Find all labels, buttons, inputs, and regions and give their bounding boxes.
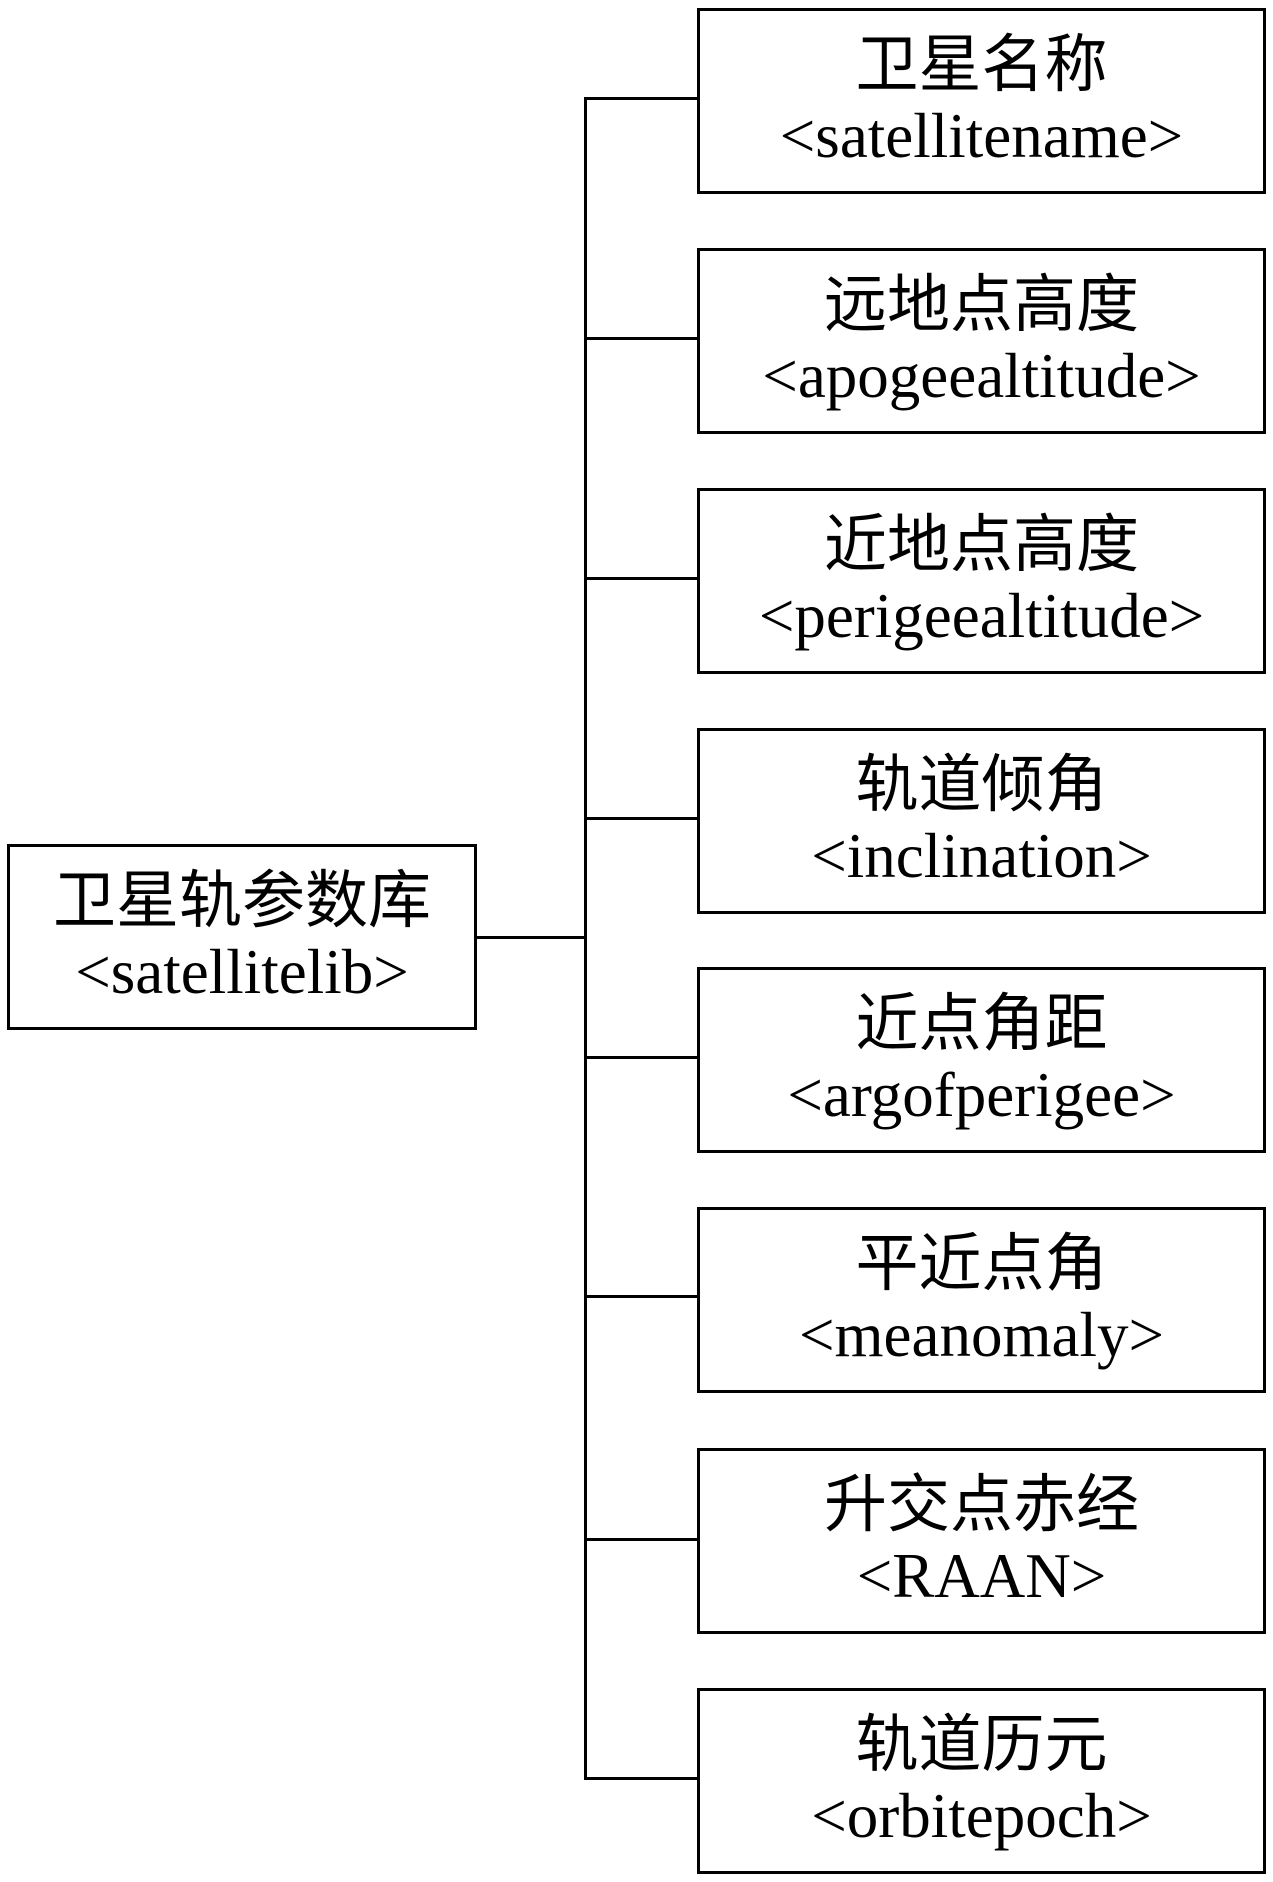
branch-connector-2 xyxy=(584,337,697,340)
branch-connector-4 xyxy=(584,817,697,820)
node-perigeealtitude: 近地点高度 <perigeealtitude> xyxy=(697,488,1266,674)
node-label-cn: 轨道历元 xyxy=(855,1710,1108,1781)
node-label-cn: 远地点高度 xyxy=(824,270,1139,341)
node-label-cn: 卫星名称 xyxy=(855,30,1108,101)
branch-connector-1 xyxy=(584,97,697,100)
branch-connector-7 xyxy=(584,1538,697,1541)
branch-connector-6 xyxy=(584,1295,697,1298)
node-apogeealtitude: 远地点高度 <apogeealtitude> xyxy=(697,248,1266,434)
node-label-cn: 升交点赤经 xyxy=(824,1470,1139,1541)
node-label-cn: 平近点角 xyxy=(855,1229,1108,1300)
node-inclination: 轨道倾角 <inclination> xyxy=(697,728,1266,914)
node-label-tag: <satellitename> xyxy=(779,101,1184,171)
node-label-tag: <meanomaly> xyxy=(799,1300,1164,1370)
node-label-tag: <inclination> xyxy=(811,821,1152,891)
node-meanomaly: 平近点角 <meanomaly> xyxy=(697,1207,1266,1393)
node-label-tag: <argofperigee> xyxy=(787,1060,1176,1130)
node-satellitename: 卫星名称 <satellitename> xyxy=(697,8,1266,194)
branch-connector-8 xyxy=(584,1777,697,1780)
node-label-tag: <orbitepoch> xyxy=(811,1781,1152,1851)
root-node-satellitelib: 卫星轨参数库 <satellitelib> xyxy=(7,844,477,1030)
node-label-cn: 近地点高度 xyxy=(824,510,1139,581)
root-connector xyxy=(477,936,587,939)
node-argofperigee: 近点角距 <argofperigee> xyxy=(697,967,1266,1153)
node-label-tag: <apogeealtitude> xyxy=(762,341,1201,411)
node-label-tag: <perigeealtitude> xyxy=(758,581,1205,651)
node-label-cn: 轨道倾角 xyxy=(855,750,1108,821)
branch-connector-3 xyxy=(584,577,697,580)
node-label-cn: 近点角距 xyxy=(855,989,1108,1060)
node-label-tag: <RAAN> xyxy=(856,1541,1107,1611)
root-label-tag: <satellitelib> xyxy=(75,937,409,1007)
root-label-cn: 卫星轨参数库 xyxy=(53,866,431,937)
branch-connector-5 xyxy=(584,1056,697,1059)
node-orbitepoch: 轨道历元 <orbitepoch> xyxy=(697,1688,1266,1874)
node-raan: 升交点赤经 <RAAN> xyxy=(697,1448,1266,1634)
trunk-line xyxy=(584,97,587,1778)
